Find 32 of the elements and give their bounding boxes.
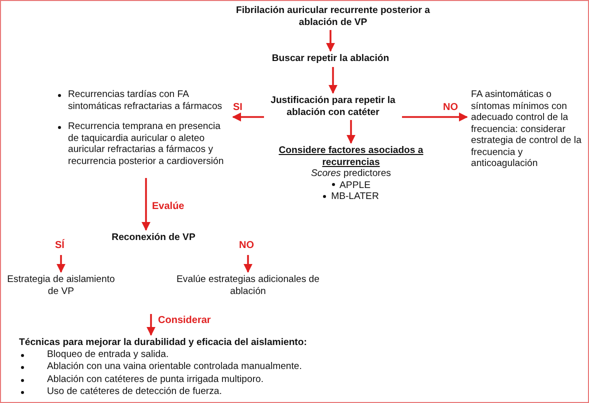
flow-step-text: Estrategia de aislamiento de VP [6,274,116,297]
arrow [326,30,335,52]
edge-label: Considerar [158,315,211,326]
edge-label: NO [239,240,254,251]
arrow [346,120,356,144]
arrow [232,112,264,122]
bullet-item: Bloqueo de entrada y salida. [47,348,169,360]
arrow [402,112,468,122]
flow-step-text: Evalúe estrategias adicionales de ablación [176,274,320,297]
flow-step-text: Reconexión de VP [110,232,196,244]
arrow [56,255,66,273]
note-text: Scores predictores [310,168,392,180]
arrow [328,67,338,94]
edge-label: SÍ [55,240,64,251]
flow-step-text: Justificación para repetir la ablación con catéter [270,95,396,118]
bullet-item: Recurrencias tardías con FA sintomáticas refractarias a fármacos [68,89,222,112]
bullet-item: Recurrencia temprana en presencia de taquicardia auricular o aleteo auricular refractarias a fármacos y recurrencia posterior a cardioversión [68,121,224,166]
flow-step-text: FA asintomáticas o síntomas mínimos con adecuado control de la frecuencia: considerar estrategia de control de la frecuencia y anticoagulación [471,89,582,170]
edge-label: NO [443,102,458,113]
bullet-item: MB-LATER [331,191,379,202]
edge-label: Evalúe [152,201,184,212]
edge-label: SI [233,102,242,113]
arrow [142,178,150,231]
flow-step-text: Fibrilación auricular recurrente posterior a ablación de VP [234,5,432,28]
bullet-item: APPLE [340,180,370,190]
arrow [244,255,252,273]
arrow [146,314,156,336]
bullet-item: Ablación con catéteres de punta irrigada multiporo. [47,374,264,384]
bullet-item: Uso de catéteres de detección de fuerza. [47,386,222,397]
list-heading: Técnicas para mejorar la durabilidad y eficacia del aislamiento: [19,337,308,348]
bullet-item: Ablación con una vaina orientable controlada manualmente. [47,361,302,372]
flow-step-text: Buscar repetir la ablación [270,53,390,64]
